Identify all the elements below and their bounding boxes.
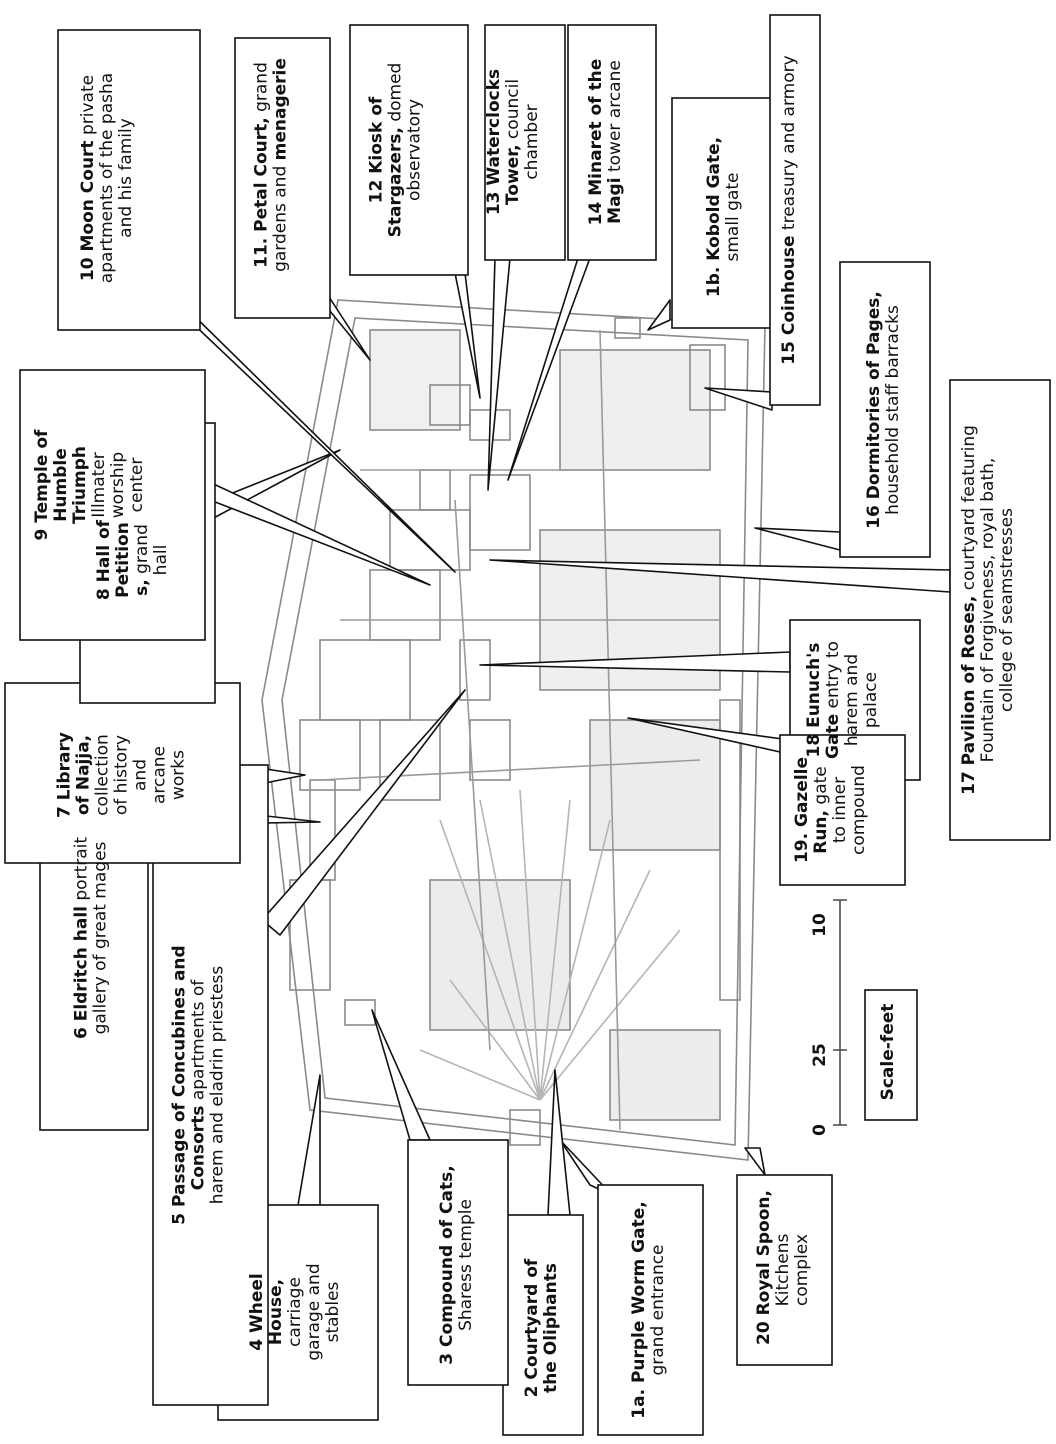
pointer-13 (487, 257, 511, 491)
box-19 (779, 734, 906, 886)
label-13: 13 Waterclocks Tower, council chamber (484, 68, 542, 216)
palace-inner-wall (281, 317, 749, 1146)
building-petitions-hall (369, 569, 441, 641)
label-15: 15 Coinhouse treasury and armory (779, 55, 799, 365)
label-18: 18 Eunuch's Gate entry to harem and pala… (804, 641, 881, 759)
label-1b: 1b. Kobold Gate, small gate (704, 136, 743, 298)
building-dormitories (469, 474, 531, 551)
pointer-4 (297, 1074, 321, 1206)
courtyard-kitchens (609, 1029, 721, 1121)
building-kobold-gate (614, 317, 641, 339)
label-4: 4 Wheel House, carriage garage and stabl… (247, 1263, 343, 1361)
building-concubines (379, 719, 441, 801)
pointer-16 (754, 527, 841, 551)
box-12 (349, 24, 469, 276)
box-3 (407, 1139, 509, 1386)
building-temple-humble (419, 469, 451, 511)
building-coinhouse (689, 344, 726, 411)
box-15 (769, 14, 821, 406)
box-13 (484, 24, 566, 261)
label-17: 17 Pavilion of Roses, courtyard featurin… (959, 425, 1017, 795)
scale-title: Scale-feet (878, 1003, 898, 1101)
pointer-5 (261, 689, 466, 936)
box-9 (19, 369, 206, 641)
box-17 (949, 379, 1051, 841)
building-east-range (719, 699, 741, 1001)
courtyard-northeast (559, 349, 711, 471)
scale-bar (833, 899, 847, 1126)
courtyard-petal (369, 329, 461, 431)
building-gazelle-run (469, 719, 511, 781)
label-12: 12 Kiosk of Stargazers, domed observator… (366, 62, 425, 238)
building-library (319, 639, 411, 721)
label-7: 7 Library of Najja, collection of histor… (54, 732, 189, 818)
box-scale (864, 989, 918, 1121)
pointer-20 (744, 1147, 766, 1176)
box-11 (234, 37, 331, 319)
box-14 (567, 24, 657, 261)
box-7 (4, 682, 241, 864)
label-11: 11. Petal Court, grand gardens and menag… (251, 58, 291, 272)
label-14: 14 Minaret of the Magi tower arcane (586, 58, 625, 226)
label-3: 3 Compound of Cats, Sharess temple (437, 1165, 476, 1365)
box-1a (597, 1184, 704, 1436)
building-compound-cats (344, 999, 376, 1026)
pointer-1b (647, 299, 671, 331)
label-16: 16 Dormitories of Pages, household staff… (864, 291, 903, 529)
scale-tick-25: 25 (810, 1043, 830, 1067)
label-1a: 1a. Purple Worm Gate, grand entrance (629, 1201, 668, 1419)
pointer-15 (704, 387, 773, 411)
building-eldritch-hall (299, 719, 361, 791)
label-20: 20 Royal Spoon, Kitchens complex (754, 1190, 812, 1345)
scale-tick-0: 0 (810, 1124, 830, 1136)
inner-spine-walls (319, 329, 720, 1131)
pointer-8 (209, 449, 341, 521)
box-20 (736, 1174, 833, 1366)
scale-tick-10: 10 (810, 913, 830, 937)
box-10 (57, 29, 201, 331)
label-10: 10 Moon Court private apartments of the … (78, 72, 136, 284)
garden-paths (419, 789, 681, 1101)
label-2: 2 Courtyard of the Oliphants (522, 1258, 561, 1398)
box-5 (152, 764, 269, 1406)
pointer-9 (204, 479, 431, 586)
building-eunuch-gate (459, 639, 491, 701)
box-16 (839, 261, 931, 558)
courtyard-oliphants (429, 879, 571, 1031)
label-19: 19. Gazelle Run, gate to inner compound (792, 756, 869, 864)
building-stargazers (429, 384, 471, 426)
label-5: 5 Passage of Concubines and Consorts apa… (169, 945, 228, 1225)
label-9: 9 Temple of Humble Triumph Illmater wors… (32, 429, 147, 541)
building-purple-worm-gate (509, 1109, 541, 1146)
pointer-2 (547, 1069, 571, 1216)
